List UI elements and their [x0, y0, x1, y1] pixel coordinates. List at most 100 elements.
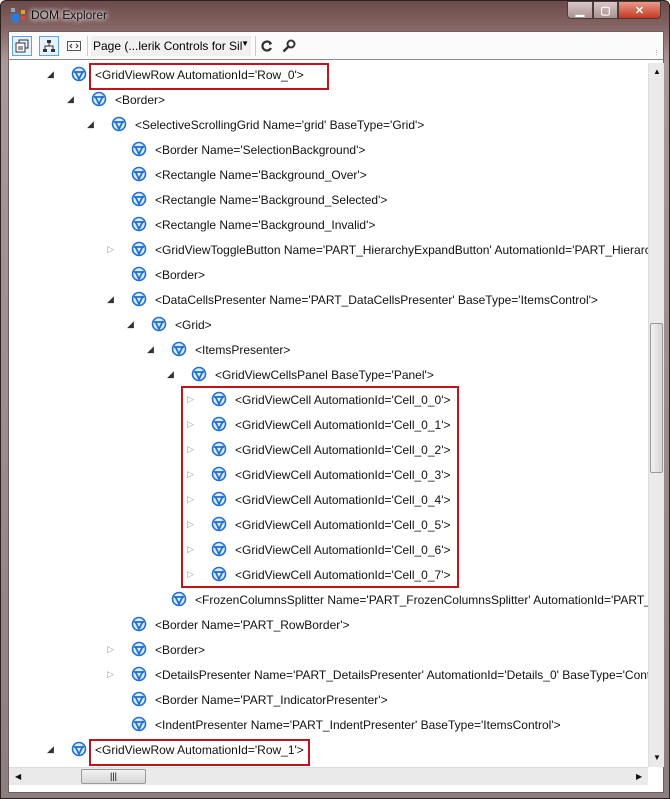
- tree-node[interactable]: ▷<DetailsPresenter Name='PART_DetailsPre…: [9, 662, 648, 687]
- tree-node[interactable]: <Rectangle Name='Background_Selected'>: [9, 187, 648, 212]
- expand-arrow-icon[interactable]: ▷: [187, 494, 194, 504]
- tree-node[interactable]: ▷<Border>: [9, 637, 648, 662]
- expand-arrow-icon[interactable]: ▷: [187, 519, 194, 529]
- close-button[interactable]: ✕: [618, 1, 661, 19]
- highlight-box-row-1: [89, 739, 310, 766]
- expand-arrow-icon[interactable]: ▷: [107, 244, 114, 254]
- dom-tree[interactable]: ◢<GridViewRow AutomationId='Row_0'>◢<Bor…: [9, 63, 648, 767]
- collapse-arrow-icon[interactable]: ◢: [87, 119, 94, 129]
- expand-arrow-icon[interactable]: ▷: [107, 669, 114, 679]
- tree-node[interactable]: ◢ <Grid>: [9, 312, 648, 337]
- scroll-down-arrow-icon[interactable]: ▼: [653, 753, 661, 762]
- search-icon: [282, 39, 296, 53]
- tree-node-label: <Grid>: [175, 317, 212, 332]
- collapse-arrow-icon[interactable]: ◢: [47, 69, 54, 79]
- tree-node-label: <ItemsPresenter>: [195, 342, 291, 357]
- collapse-arrow-icon[interactable]: ◢: [127, 319, 134, 329]
- refresh-button[interactable]: [257, 36, 277, 56]
- tree-node[interactable]: ▷<GridViewToggleButton Name='PART_Hierar…: [9, 237, 648, 262]
- maximize-button[interactable]: ▢: [593, 1, 618, 19]
- collapse-arrow-icon[interactable]: ◢: [147, 344, 154, 354]
- toolbar-overflow-grip[interactable]: ⋮: [653, 50, 660, 57]
- tree-node-label: <Border Name='PART_IndicatorPresenter'>: [155, 692, 388, 707]
- title-bar[interactable]: DOM Explorer ▁ ▢ ✕: [1, 1, 669, 31]
- minimize-button[interactable]: ▁: [567, 1, 593, 19]
- scroll-left-arrow-icon[interactable]: ◀: [15, 772, 22, 781]
- vertical-scroll-thumb[interactable]: [650, 323, 663, 473]
- scroll-up-arrow-icon[interactable]: ▲: [653, 67, 661, 76]
- tree-node[interactable]: ◢ <Border>: [9, 87, 648, 112]
- horizontal-scroll-thumb[interactable]: |||: [81, 769, 146, 784]
- tree-node-label: <Rectangle Name='Background_Invalid'>: [155, 217, 376, 232]
- tree-node-label: <Border>: [115, 92, 166, 107]
- tree-node[interactable]: <Rectangle Name='Background_Invalid'>: [9, 212, 648, 237]
- expand-arrow-icon[interactable]: ▷: [187, 469, 194, 479]
- tree-node[interactable]: <Border Name='SelectionBackground'>: [9, 137, 648, 162]
- tree-node[interactable]: ▷ <GridViewCell AutomationId='Cell_0_2'>: [9, 437, 648, 462]
- tree-node[interactable]: ▷<GridViewCell AutomationId='Cell_0_4'>: [9, 487, 648, 512]
- element-node-icon: [131, 666, 147, 682]
- scroll-right-arrow-icon[interactable]: ▶: [636, 772, 643, 781]
- element-node-icon: [131, 141, 147, 157]
- tree-node-label: <GridViewRow AutomationId='Row_1'>: [95, 742, 304, 757]
- element-node-icon: [131, 241, 147, 257]
- tree-node[interactable]: ◢ <ItemsPresenter>: [9, 337, 648, 362]
- tree-node[interactable]: ◢<SelectiveScrollingGrid Name='grid' Bas…: [9, 112, 648, 137]
- highlight-box-row-0: [89, 63, 329, 90]
- windows-view-button[interactable]: [12, 36, 32, 56]
- refresh-icon: [261, 40, 272, 52]
- element-node-icon: [211, 541, 227, 557]
- tree-node[interactable]: ◢ <GridViewCellsPanel BaseType='Panel'>: [9, 362, 648, 387]
- collapse-arrow-icon[interactable]: ◢: [67, 94, 74, 104]
- expand-arrow-icon[interactable]: ▷: [187, 569, 194, 579]
- find-button[interactable]: [279, 36, 299, 56]
- element-node-icon: [211, 466, 227, 482]
- expand-arrow-icon[interactable]: ▷: [187, 444, 194, 454]
- tree-view-button[interactable]: [39, 36, 59, 56]
- tree-node-label: <Border Name='SelectionBackground'>: [155, 142, 366, 157]
- collapse-arrow-icon[interactable]: ◢: [107, 294, 114, 304]
- tree-node[interactable]: ◢<GridViewRow AutomationId='Row_0'>: [9, 63, 648, 87]
- expand-arrow-icon[interactable]: ▷: [187, 419, 194, 429]
- toolbar-separator: [87, 36, 88, 56]
- tree-node[interactable]: <IndentPresenter Name='PART_IndentPresen…: [9, 712, 648, 737]
- tree-node[interactable]: ◢<DataCellsPresenter Name='PART_DataCell…: [9, 287, 648, 312]
- collapse-arrow-icon[interactable]: ◢: [167, 369, 174, 379]
- element-node-icon: [131, 291, 147, 307]
- tree-node[interactable]: ▷ <GridViewCell AutomationId='Cell_0_7'>: [9, 562, 648, 587]
- collapse-arrow-icon[interactable]: ◢: [47, 744, 54, 754]
- expand-arrow-icon[interactable]: ▷: [187, 544, 194, 554]
- tree-node[interactable]: <Border Name='PART_RowBorder'>: [9, 612, 648, 637]
- tree-node[interactable]: ▷<GridViewCell AutomationId='Cell_0_5'>: [9, 512, 648, 537]
- tree-node-label: <GridViewCell AutomationId='Cell_0_2'>: [235, 442, 451, 457]
- tree-node-label: <Rectangle Name='Background_Over'>: [155, 167, 367, 182]
- tree-node[interactable]: <Border Name='PART_IndicatorPresenter'>: [9, 687, 648, 712]
- tree-node[interactable]: ▷<GridViewCell AutomationId='Cell_0_0'>: [9, 387, 648, 412]
- tree-node[interactable]: <FrozenColumnsSplitter Name='PART_Frozen…: [9, 587, 648, 612]
- vertical-scrollbar[interactable]: ▲ ▼: [648, 63, 664, 767]
- element-node-icon: [131, 641, 147, 657]
- element-node-icon: [211, 491, 227, 507]
- element-node-icon: [211, 441, 227, 457]
- element-node-icon: [171, 341, 187, 357]
- element-node-icon: [171, 591, 187, 607]
- xaml-view-button[interactable]: [64, 36, 84, 56]
- tree-node-label: <Border>: [155, 267, 206, 282]
- expand-arrow-icon[interactable]: ▷: [187, 394, 194, 404]
- element-node-icon: [131, 691, 147, 707]
- tree-node-label: <GridViewCellsPanel BaseType='Panel'>: [215, 367, 434, 382]
- expand-arrow-icon[interactable]: ▷: [107, 644, 114, 654]
- tree-node[interactable]: <Rectangle Name='Background_Over'>: [9, 162, 648, 187]
- tree-node-label: <GridViewCell AutomationId='Cell_0_7'>: [235, 567, 451, 582]
- window-title: DOM Explorer: [31, 8, 108, 22]
- client-area: Page (...lerik Controls for Sil ▼ ⋮ ◢<Gr…: [8, 31, 664, 793]
- horizontal-scrollbar[interactable]: ◀ ||| ▶: [9, 767, 648, 785]
- tree-node[interactable]: ◢ <GridViewRow AutomationId='Row_1'>: [9, 737, 648, 762]
- element-node-icon: [131, 216, 147, 232]
- tree-node[interactable]: ▷<GridViewCell AutomationId='Cell_0_3'>: [9, 462, 648, 487]
- tree-node[interactable]: <Border>: [9, 262, 648, 287]
- page-selector-dropdown[interactable]: Page (...lerik Controls for Sil ▼: [91, 36, 251, 56]
- tree-node[interactable]: ▷<GridViewCell AutomationId='Cell_0_6'>: [9, 537, 648, 562]
- tree-node[interactable]: ▷<GridViewCell AutomationId='Cell_0_1'>: [9, 412, 648, 437]
